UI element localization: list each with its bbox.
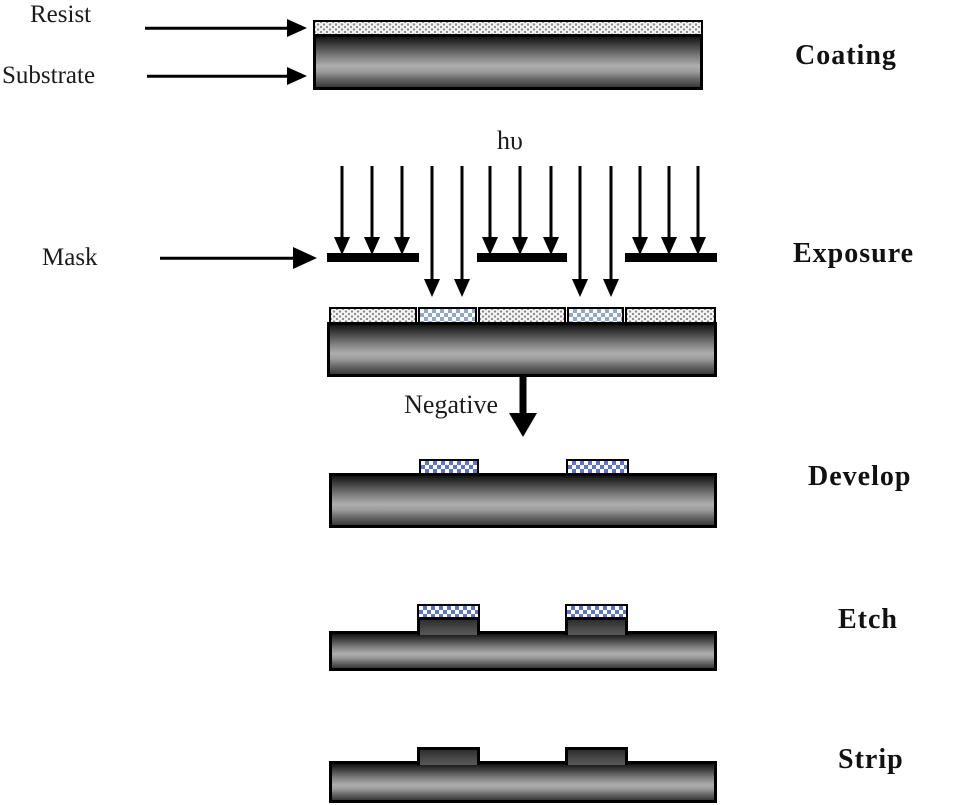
arrow-shaft [519, 377, 527, 413]
etch-resist-patch [417, 604, 480, 619]
arrow-head [287, 67, 307, 85]
light-ray-arrow [394, 166, 410, 255]
substrate-arrow-icon [147, 65, 307, 87]
negative-down-arrow-icon [509, 377, 537, 437]
light-ray-arrow [632, 166, 648, 255]
coating-substrate-bar [313, 34, 703, 90]
light-ray-arrow [364, 166, 380, 255]
arrow-head [287, 19, 307, 37]
negative-process-label: Negative [404, 390, 498, 419]
stripped-mesa [417, 747, 480, 765]
step-label-coating: Coating [795, 40, 897, 71]
resist-arrow-icon [145, 17, 307, 39]
etch-substrate-bar [329, 631, 717, 671]
arrow-head [509, 413, 537, 437]
strip-substrate-bar [329, 761, 717, 803]
step-label-develop: Develop [808, 461, 912, 492]
arrow-shaft [145, 26, 289, 30]
arrow-head [293, 247, 317, 269]
stripped-mesa [565, 747, 628, 765]
arrow-shaft [160, 256, 299, 260]
mask-label: Mask [42, 244, 98, 271]
mask-segment [477, 253, 567, 262]
etch-resist-patch [565, 604, 628, 619]
step-label-etch: Etch [838, 604, 898, 635]
light-ray-arrow [512, 166, 528, 255]
develop-substrate-bar [329, 473, 717, 528]
step-label-exposure: Exposure [793, 238, 915, 269]
etched-mesa [565, 617, 628, 635]
mask-segment [327, 253, 419, 262]
mask-arrow-icon [160, 247, 317, 269]
light-ray-arrow-through [454, 166, 470, 297]
light-hv-label: hυ [497, 126, 523, 155]
resist-label: Resist [30, 1, 92, 28]
light-ray-arrow [690, 166, 706, 255]
light-ray-arrow-through [424, 166, 440, 297]
light-ray-arrow [543, 166, 559, 255]
light-ray-arrow [334, 166, 350, 255]
light-ray-arrow [482, 166, 498, 255]
exposure-substrate-bar [327, 322, 717, 377]
step-label-strip: Strip [838, 744, 904, 775]
light-ray-arrow [661, 166, 677, 255]
mask-segment [625, 253, 717, 262]
arrow-shaft [147, 74, 289, 78]
light-ray-arrow-through [572, 166, 588, 297]
light-ray-arrow-through [603, 166, 619, 297]
substrate-label: Substrate [2, 62, 96, 89]
etched-mesa [417, 617, 480, 635]
